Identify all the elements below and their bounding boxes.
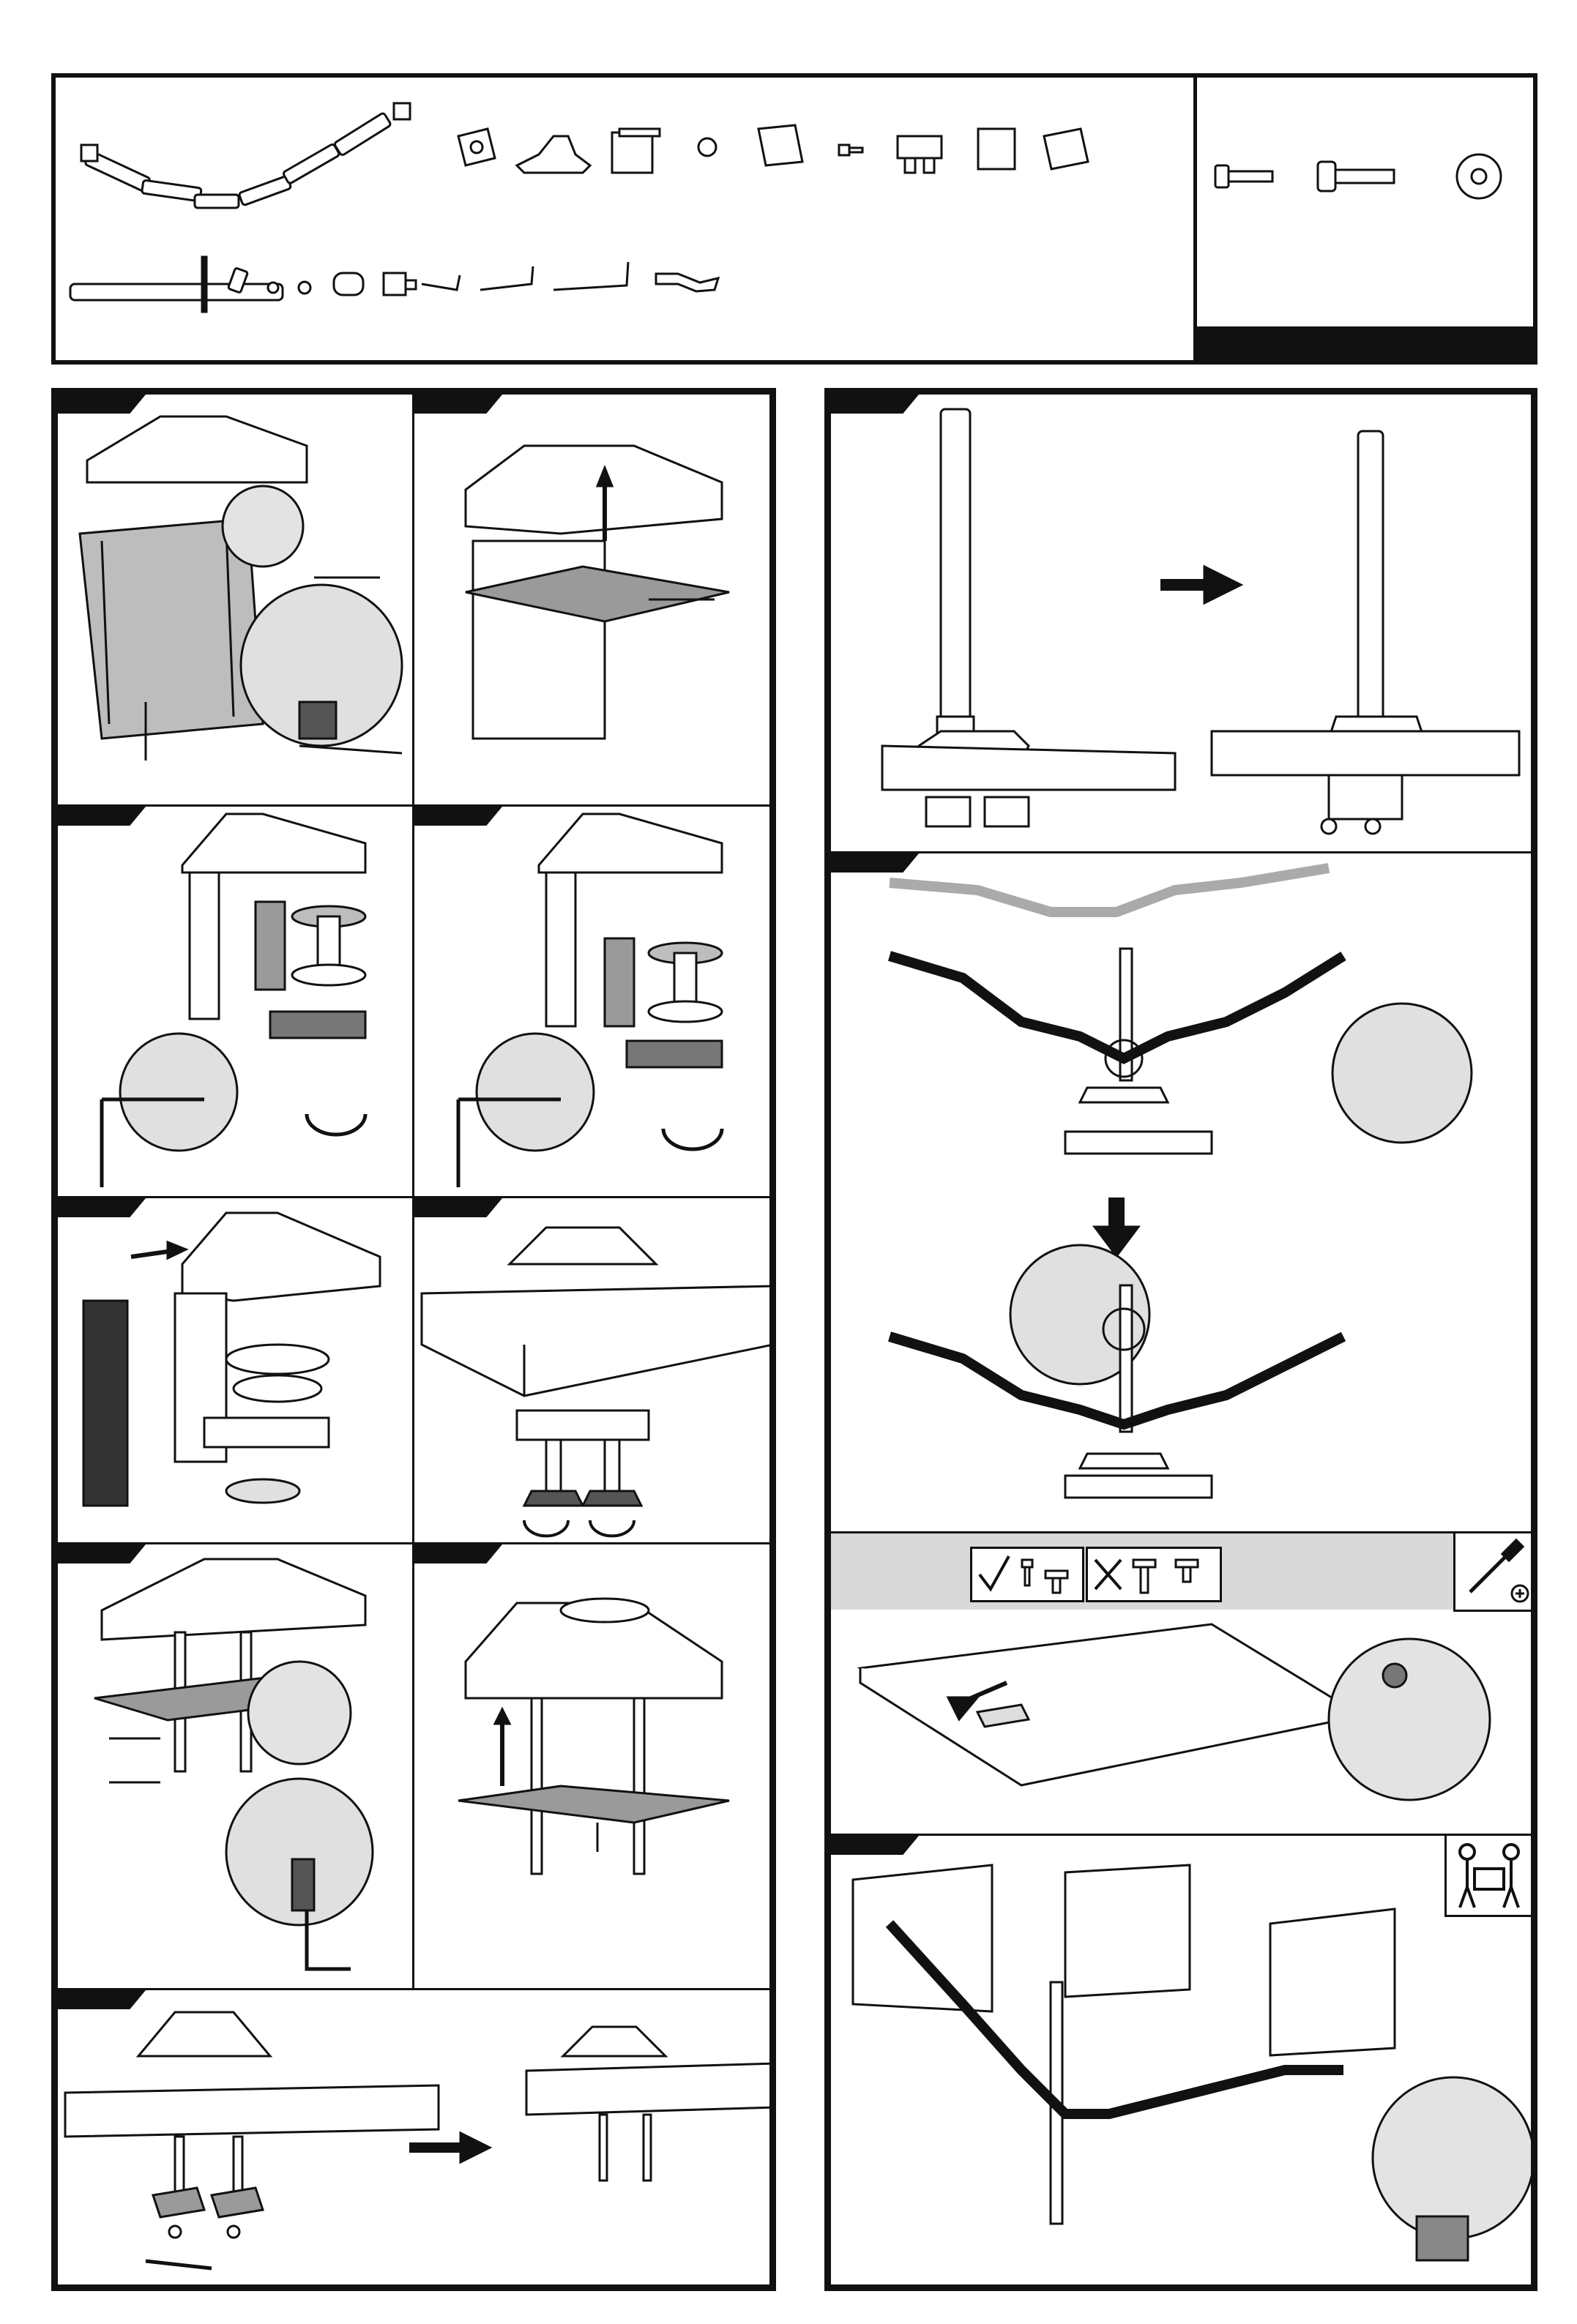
- step-insert-pole: [829, 392, 1533, 853]
- step-attach-side-cover: [56, 1196, 414, 1544]
- step-attach-arms-to-pole: [829, 851, 1533, 1533]
- screwdriver-icon: [1455, 1533, 1533, 1610]
- step-grommet-plate: [412, 1542, 772, 1990]
- two-person-box: [1444, 1836, 1533, 1917]
- parts-list-drawing: [56, 78, 1193, 360]
- step-grommet-desk-mount: [56, 1988, 772, 2287]
- step-vesa-screws-monitor: [829, 1531, 1533, 1836]
- step-mount-monitors: [829, 1834, 1533, 2287]
- step-grommet-bolts: [56, 1542, 414, 1990]
- incorrect-screw-box: [1086, 1547, 1222, 1602]
- screw-short-icon: [1215, 165, 1272, 187]
- hardware-footer-band: [1197, 326, 1533, 360]
- two-person-lift-icon: [1447, 1836, 1533, 1915]
- step-remove-top-plate: [412, 392, 772, 807]
- screw-long-icon: [1318, 162, 1394, 191]
- screwdriver-box: [1453, 1533, 1533, 1612]
- pole-part: [70, 284, 283, 300]
- cross-icon: [1088, 1549, 1220, 1600]
- check-icon: [972, 1549, 1082, 1600]
- correct-screw-box: [970, 1547, 1084, 1602]
- triple-arm-part: [81, 103, 410, 208]
- washer-icon: [1457, 154, 1501, 198]
- step-clamp-to-desk: [412, 1196, 772, 1544]
- hardware-drawing: [1201, 78, 1530, 326]
- parts-divider: [1193, 78, 1197, 360]
- step-clamp-bracket-short: [56, 804, 414, 1198]
- step-clamp-plate-attach: [56, 392, 414, 807]
- step-clamp-bracket-tall: [412, 804, 772, 1198]
